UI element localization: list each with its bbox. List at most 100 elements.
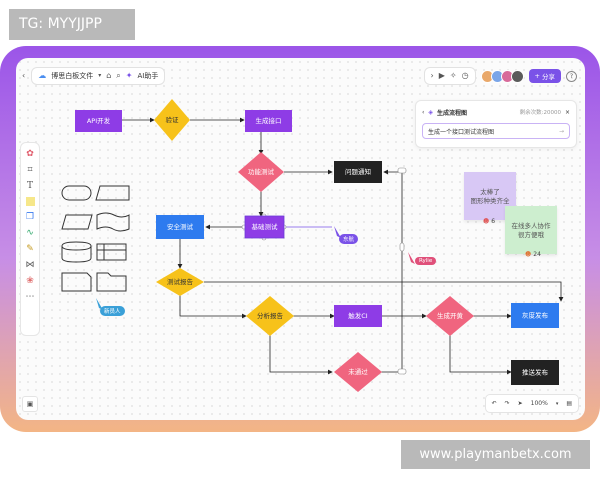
- node-label: 安全测试: [167, 222, 194, 231]
- chevron-down-icon[interactable]: ▾: [555, 400, 559, 407]
- node-label: 触发CI: [348, 311, 368, 320]
- chevron-down-icon[interactable]: ▾: [98, 72, 102, 79]
- timer-icon[interactable]: ◷: [461, 71, 469, 80]
- watermark-top-left: TG: MYYJJPP: [9, 9, 135, 40]
- share-label: 分享: [542, 73, 555, 81]
- cloud-icon: ☁: [38, 71, 47, 80]
- cursor-tag: 新员人: [100, 306, 125, 316]
- connectors: [122, 117, 564, 375]
- play-icon[interactable]: ▶: [438, 71, 445, 80]
- node-api-dev[interactable]: API开发: [75, 110, 122, 132]
- node-gen-pass[interactable]: 生成开黄: [426, 296, 474, 336]
- node-label: 问题通知: [345, 167, 371, 176]
- search-icon[interactable]: ⌕: [116, 71, 121, 80]
- ai-flowchart-panel: ‹ ◈ 生成流程图 剩余次数:20000 × 生成一个接口测试流程图 →: [415, 100, 577, 148]
- ai-prompt-text[interactable]: 生成一个接口测试流程图: [428, 128, 495, 136]
- node-label: 灰度发布: [522, 311, 549, 320]
- send-icon[interactable]: →: [558, 127, 564, 135]
- zoom-level[interactable]: 100%: [530, 400, 548, 407]
- chevron-left-icon[interactable]: ‹: [22, 71, 26, 80]
- node-failed[interactable]: 未通过: [334, 352, 382, 392]
- node-basic-test[interactable]: 基础测试: [244, 215, 285, 239]
- shape-card[interactable]: [95, 185, 130, 201]
- minimap-toggle-icon[interactable]: ▣: [22, 396, 38, 412]
- node-label: 分析报告: [257, 311, 284, 320]
- ai-sparkle-icon: ✦: [125, 71, 133, 80]
- node-gen-interface[interactable]: 生成接口: [245, 110, 292, 132]
- sticker-icon[interactable]: ❀: [26, 276, 34, 286]
- flowchart-icon: ◈: [428, 108, 434, 116]
- undo-icon[interactable]: ↶: [491, 400, 497, 407]
- ai-panel-header: ‹ ◈ 生成流程图 剩余次数:20000 ×: [422, 107, 570, 117]
- node-analysis-report[interactable]: 分析报告: [246, 296, 294, 336]
- celebrate-icon[interactable]: ✧: [449, 71, 457, 80]
- watermark-bottom-right: www.playmanbetx.com: [401, 440, 590, 469]
- avatar: [510, 69, 524, 83]
- top-bar: ‹ ☁ 博思白板文件 ▾ ⌂ ⌕ ✦ AI助手: [22, 66, 166, 86]
- shape-wave[interactable]: [96, 212, 130, 232]
- shape-table[interactable]: [96, 243, 127, 261]
- shape-cylinder[interactable]: [61, 241, 92, 263]
- reaction-badge[interactable]: ☻ 24: [525, 251, 541, 258]
- shapes-icon[interactable]: ❐: [25, 212, 35, 222]
- palette-icon[interactable]: ✿: [26, 149, 34, 159]
- cursor-tag: 东航: [339, 234, 359, 244]
- close-icon[interactable]: ×: [564, 108, 570, 116]
- expand-icon[interactable]: ›: [430, 71, 434, 80]
- ai-assistant-label[interactable]: AI助手: [137, 72, 159, 80]
- node-test-report[interactable]: 测试报告: [156, 268, 204, 296]
- emoji-icon: ☻: [525, 251, 532, 258]
- ai-prompt-input[interactable]: 生成一个接口测试流程图 →: [422, 123, 570, 139]
- user-plus-icon: +: [534, 72, 540, 80]
- share-button[interactable]: + 分享: [528, 69, 561, 83]
- more-icon[interactable]: ⋯: [25, 292, 35, 302]
- help-icon[interactable]: ?: [566, 70, 577, 82]
- node-label: 功能测试: [248, 167, 275, 176]
- pointer-icon[interactable]: ➤: [517, 400, 523, 407]
- sticky-note-icon[interactable]: [25, 197, 35, 206]
- shape-terminator[interactable]: [61, 185, 92, 201]
- node-push-release[interactable]: 推送发布: [511, 360, 559, 385]
- zoom-toolbar: ↶ ↷ ➤ 100% ▾ ▤: [484, 394, 579, 413]
- left-toolbar: ✿ ⌗ T ❐ ∿ ✎ ⋈ ❀ ⋯: [20, 142, 40, 336]
- node-issue-notify[interactable]: 问题通知: [334, 161, 382, 183]
- collaborator-avatars[interactable]: [480, 69, 524, 83]
- shape-parallelogram[interactable]: [61, 214, 93, 230]
- node-label: API开发: [87, 116, 111, 125]
- tag-icon[interactable]: ⌂: [106, 71, 112, 80]
- node-label: 推送发布: [522, 368, 549, 377]
- chevron-left-icon[interactable]: ‹: [422, 108, 425, 116]
- ai-quota: 剩余次数:20000: [519, 110, 561, 116]
- node-security-test[interactable]: 安全测试: [156, 215, 204, 239]
- shape-library[interactable]: [61, 185, 130, 292]
- redo-icon[interactable]: ↷: [504, 400, 510, 407]
- reaction-badge[interactable]: ☻ 6: [483, 218, 495, 225]
- cursor-pointer-icon: [408, 252, 415, 264]
- node-label: 基础测试: [252, 222, 279, 231]
- node-func-test[interactable]: 功能测试: [238, 152, 284, 192]
- text-icon[interactable]: T: [26, 181, 33, 191]
- tool-group: › ▶ ✧ ◷: [423, 67, 476, 85]
- cursor-tag: Rylie: [415, 257, 437, 265]
- ai-panel-title: 生成流程图: [437, 109, 468, 117]
- document-name[interactable]: 博思白板文件: [51, 72, 94, 80]
- pen-icon[interactable]: ✎: [26, 244, 34, 254]
- node-label: 测试报告: [167, 277, 194, 286]
- reaction-count: 24: [533, 251, 541, 258]
- mindmap-icon[interactable]: ⋈: [25, 260, 35, 270]
- connector-icon[interactable]: ∿: [26, 228, 34, 238]
- node-label: 未通过: [348, 367, 368, 376]
- node-trigger-ci[interactable]: 触发CI: [334, 305, 382, 327]
- sticky-note-green[interactable]: 在线多人协作 很方便哦: [505, 206, 557, 254]
- minimap-icon[interactable]: ▤: [566, 400, 572, 407]
- connector-handles[interactable]: [241, 167, 407, 375]
- shape-document[interactable]: [61, 272, 92, 292]
- node-verify[interactable]: 验证: [154, 99, 190, 141]
- whiteboard-window: ‹ ☁ 博思白板文件 ▾ ⌂ ⌕ ✦ AI助手 › ▶ ✧ ◷ + 分享 ?: [16, 58, 585, 420]
- shape-folder[interactable]: [96, 272, 127, 292]
- node-label: 生成接口: [256, 116, 282, 125]
- flowchart-canvas[interactable]: API开发 验证 生成接口 功能测试 问题通知 安全测试 基础测试 测试报告: [16, 58, 585, 420]
- document-pill[interactable]: ☁ 博思白板文件 ▾ ⌂ ⌕ ✦ AI助手: [31, 67, 166, 85]
- crop-icon[interactable]: ⌗: [27, 165, 33, 175]
- node-gray-release[interactable]: 灰度发布: [511, 303, 559, 328]
